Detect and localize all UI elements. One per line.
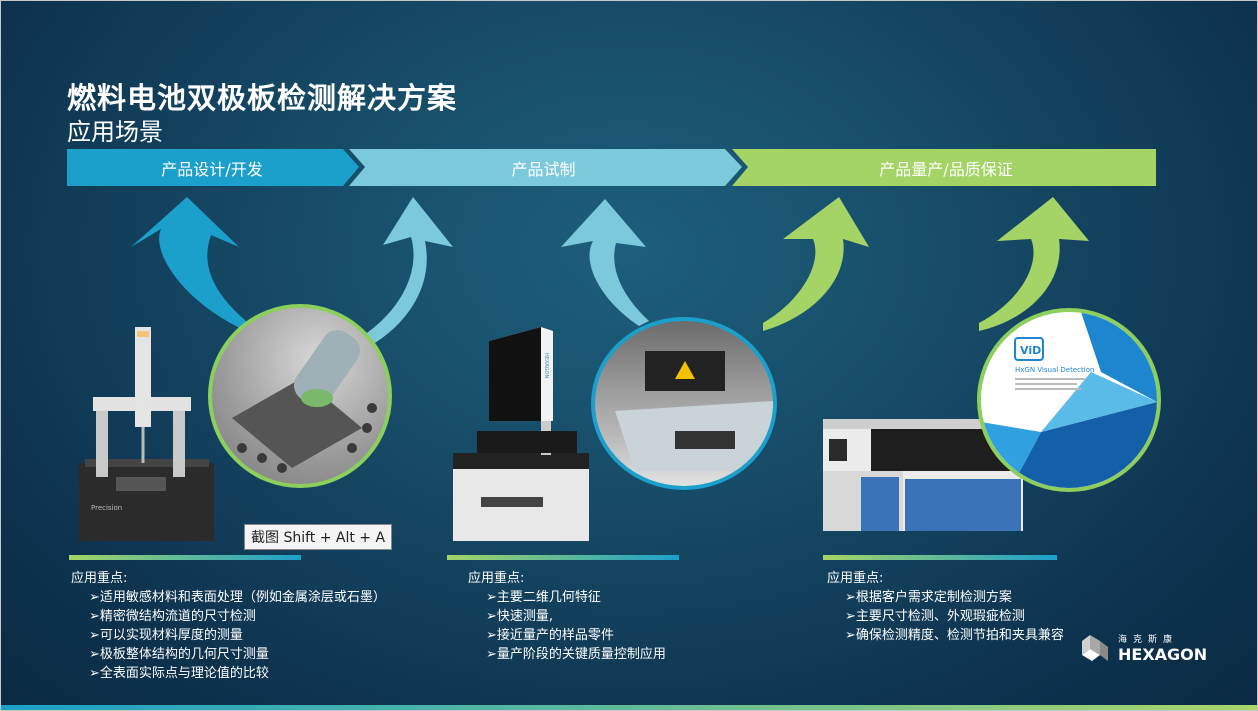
curved-arrow-5 [979,197,1089,331]
stage-chevron-trial [349,149,742,186]
list-item: ➢可以实现材料厚度的测量 [89,628,243,643]
stage-design-label: 产品设计/开发 [161,159,263,179]
list-item: ➢主要尺寸检测、外观瑕疵检测 [845,609,1025,624]
list-item: ➢极板整体结构的几何尺寸测量 [89,647,269,662]
curved-arrow-4 [763,197,869,331]
list-item: ➢快速测量, [486,609,554,624]
list-item: ➢量产阶段的关键质量控制应用 [486,647,666,662]
list-item: ➢接近量产的样品零件 [486,628,614,643]
list-item: ➢主要二维几何特征 [486,590,601,605]
slide-subtitle: 应用场景 [67,118,163,146]
column-1-text: 应用重点: ➢适用敏感材料和表面处理（例如金属涂层或石墨） ➢精密微结构流道的尺… [71,569,386,683]
probe-detail-image [232,330,377,473]
column-2-heading: 应用重点: [468,571,525,586]
svg-text:HEXAGON: HEXAGON [543,353,549,378]
curved-arrow-1 [131,197,246,331]
column-3-heading: 应用重点: [827,571,884,586]
column-2-bar [447,555,679,560]
slide-title: 燃料电池双极板检测解决方案 [67,81,458,115]
svg-text:ViD: ViD [1020,344,1041,357]
detail-circle-vision [591,317,777,490]
list-item: ➢精密微结构流道的尺寸检测 [89,609,256,624]
bottom-accent-line [1,705,1257,710]
list-item: ➢适用敏感材料和表面处理（例如金属涂层或石墨） [89,590,386,605]
column-1-bar [69,555,301,560]
stage-design: 产品设计/开发 [67,149,357,186]
column-1-heading: 应用重点: [71,571,128,586]
vision-measuring-machine-image: HEXAGON [453,327,589,541]
list-item: ➢全表面实际点与理论值的比较 [89,666,269,681]
list-item: ➢根据客户需求定制检测方案 [845,590,1012,605]
cmm-machine-image: Precision [79,327,214,541]
stage-production-label: 产品量产/品质保证 [879,159,1013,179]
vid-software-image: ViD HxGN Visual Detection [981,312,1157,488]
curved-arrow-2 [361,197,453,351]
stage-chevron-design [67,149,359,186]
screenshot-tooltip: 截图 Shift + Alt + A [244,524,393,550]
detail-circle-probe [208,304,392,488]
stage-chevron-production [732,149,1156,186]
curved-arrow-3 [561,199,649,326]
column-3-text: 应用重点: ➢根据客户需求定制检测方案 ➢主要尺寸检测、外观瑕疵检测 ➢确保检测… [827,569,1064,645]
column-2-text: 应用重点: ➢主要二维几何特征 ➢快速测量, ➢接近量产的样品零件 ➢量产阶段的… [468,569,666,664]
detail-circle-vid: ViD HxGN Visual Detection [977,308,1161,492]
list-item: ➢确保检测精度、检测节拍和夹具兼容 [845,628,1064,643]
logo-en-text: HEXAGON [1118,645,1208,664]
stage-trial: 产品试制 [361,149,726,186]
stage-production: 产品量产/品质保证 [746,149,1146,186]
logo-cn-text: 海克斯康 [1118,635,1179,645]
svg-text:Precision: Precision [91,504,122,512]
stage-trial-label: 产品试制 [511,159,576,179]
svg-text:HxGN Visual Detection: HxGN Visual Detection [1015,366,1094,374]
hexagon-logo-icon [1082,635,1108,661]
hexagon-logo: 海克斯康 HEXAGON [1078,632,1207,664]
vision-detail-image [615,351,773,471]
column-3-bar [823,555,1057,560]
